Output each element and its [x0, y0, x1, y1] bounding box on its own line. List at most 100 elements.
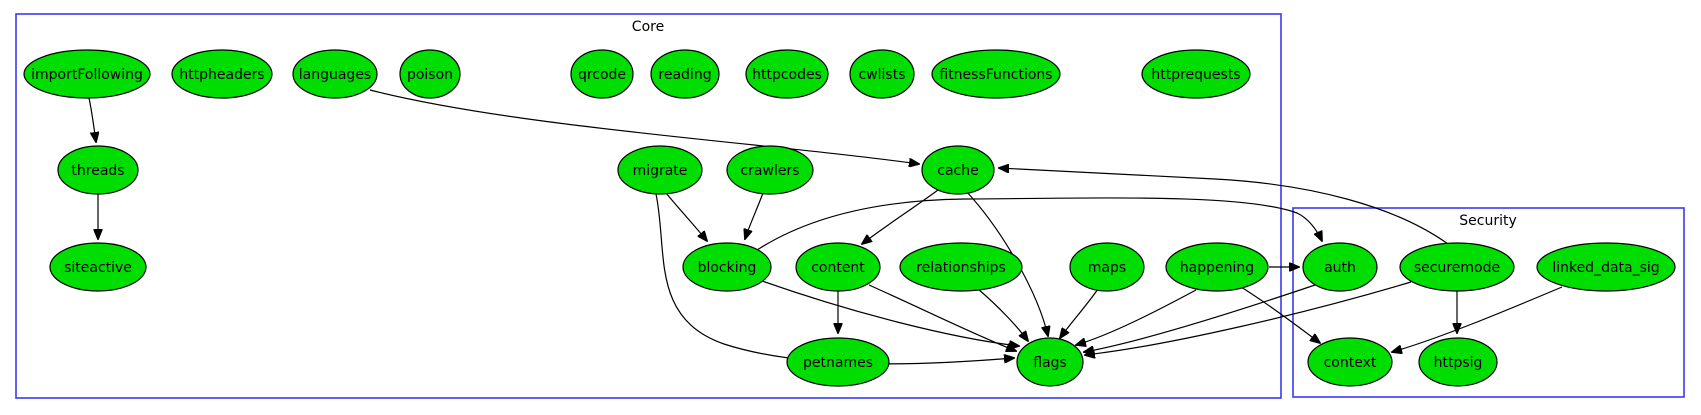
httprequests-ellipse: [1141, 49, 1251, 99]
node-securemode: securemode: [1399, 242, 1515, 292]
auth-ellipse: [1302, 242, 1378, 292]
cache-label: cache: [937, 163, 978, 179]
auth-label: auth: [1324, 260, 1356, 276]
cluster-core-border: [15, 13, 1282, 399]
relationships-ellipse: [899, 242, 1023, 292]
fitnessFunctions-label: fitnessFunctions: [939, 67, 1052, 83]
crawlers-ellipse: [726, 145, 814, 195]
reading-ellipse: [650, 49, 720, 99]
node-blocking: blocking: [682, 242, 772, 292]
node-petnames: petnames: [786, 337, 890, 387]
threads-ellipse: [57, 145, 139, 195]
poison-ellipse: [399, 49, 461, 99]
node-flags: flags: [1016, 337, 1084, 387]
node-poison: poison: [399, 49, 461, 99]
node-auth: auth: [1302, 242, 1378, 292]
cwlists-ellipse: [849, 49, 915, 99]
edge-importFollowing-to-threads: [88, 97, 96, 142]
securemode-label: securemode: [1414, 260, 1500, 276]
edge-blocking-to-flags: [761, 280, 1019, 346]
cluster-security-border: [1292, 207, 1685, 398]
httpcodes-ellipse: [745, 49, 829, 99]
securemode-ellipse: [1399, 242, 1515, 292]
edge-migrate-to-blocking: [665, 192, 707, 241]
blocking-ellipse: [682, 242, 772, 292]
languages-ellipse: [292, 49, 378, 99]
node-fitnessFunctions: fitnessFunctions: [931, 49, 1061, 99]
edge-languages-to-cache: [369, 89, 919, 164]
edge-blocking-to-auth: [756, 197, 1322, 251]
importFollowing-ellipse: [23, 49, 151, 99]
edge-securemode-to-cache: [999, 168, 1449, 245]
edge-maps-to-flags: [1060, 288, 1099, 338]
httprequests-label: httprequests: [1151, 67, 1240, 83]
reading-label: reading: [658, 67, 711, 83]
node-linked_data_sig: linked_data_sig: [1536, 242, 1676, 292]
node-maps: maps: [1069, 242, 1145, 292]
edge-cache-to-content: [862, 189, 939, 244]
node-cwlists: cwlists: [849, 49, 915, 99]
node-happening: happening: [1165, 242, 1269, 292]
siteactive-label: siteactive: [64, 260, 132, 276]
relationships-label: relationships: [916, 260, 1006, 276]
edge-linked_data_sig-to-context: [1392, 286, 1563, 352]
blocking-label: blocking: [698, 260, 757, 276]
fitnessFunctions-ellipse: [931, 49, 1061, 99]
node-httprequests: httprequests: [1141, 49, 1251, 99]
languages-label: languages: [299, 67, 371, 83]
node-content: content: [795, 242, 881, 292]
edge-crawlers-to-blocking: [745, 192, 764, 239]
petnames-label: petnames: [803, 355, 873, 371]
flags-label: flags: [1033, 355, 1067, 371]
node-crawlers: crawlers: [726, 145, 814, 195]
node-threads: threads: [57, 145, 139, 195]
context-ellipse: [1307, 337, 1393, 387]
httpcodes-label: httpcodes: [752, 67, 822, 83]
edge-securemode-to-flags: [1085, 281, 1412, 355]
migrate-label: migrate: [633, 163, 688, 179]
httpheaders-ellipse: [171, 49, 273, 99]
linked_data_sig-ellipse: [1536, 242, 1676, 292]
siteactive-ellipse: [49, 242, 147, 292]
content-label: content: [811, 260, 865, 276]
maps-ellipse: [1069, 242, 1145, 292]
flags-ellipse: [1016, 337, 1084, 387]
node-relationships: relationships: [899, 242, 1023, 292]
importFollowing-label: importFollowing: [31, 67, 143, 83]
happening-label: happening: [1180, 260, 1254, 276]
linked_data_sig-label: linked_data_sig: [1552, 260, 1659, 276]
edge-relationships-to-flags: [977, 288, 1028, 341]
cache-ellipse: [921, 145, 995, 195]
crawlers-label: crawlers: [740, 163, 799, 179]
httpsig-label: httpsig: [1434, 355, 1483, 371]
edge-auth-to-flags: [1084, 283, 1319, 352]
node-httpcodes: httpcodes: [745, 49, 829, 99]
httpsig-ellipse: [1418, 337, 1498, 387]
context-label: context: [1324, 355, 1377, 371]
node-migrate: migrate: [617, 145, 703, 195]
happening-ellipse: [1165, 242, 1269, 292]
node-importFollowing: importFollowing: [23, 49, 151, 99]
content-ellipse: [795, 242, 881, 292]
node-siteactive: siteactive: [49, 242, 147, 292]
threads-label: threads: [71, 163, 124, 179]
httpheaders-label: httpheaders: [179, 67, 264, 83]
node-httpsig: httpsig: [1418, 337, 1498, 387]
node-httpheaders: httpheaders: [171, 49, 273, 99]
cwlists-label: cwlists: [858, 67, 905, 83]
node-reading: reading: [650, 49, 720, 99]
petnames-ellipse: [786, 337, 890, 387]
poison-label: poison: [407, 67, 453, 83]
cluster-core-label: Core: [632, 19, 664, 35]
node-languages: languages: [292, 49, 378, 99]
node-cache: cache: [921, 145, 995, 195]
edge-happening-to-flags: [1076, 289, 1197, 345]
maps-label: maps: [1088, 260, 1126, 276]
node-context: context: [1307, 337, 1393, 387]
qrcode-label: qrcode: [578, 67, 626, 83]
cluster-security-label: Security: [1459, 213, 1517, 229]
edge-content-to-flags: [868, 284, 1016, 351]
node-qrcode: qrcode: [570, 49, 634, 99]
